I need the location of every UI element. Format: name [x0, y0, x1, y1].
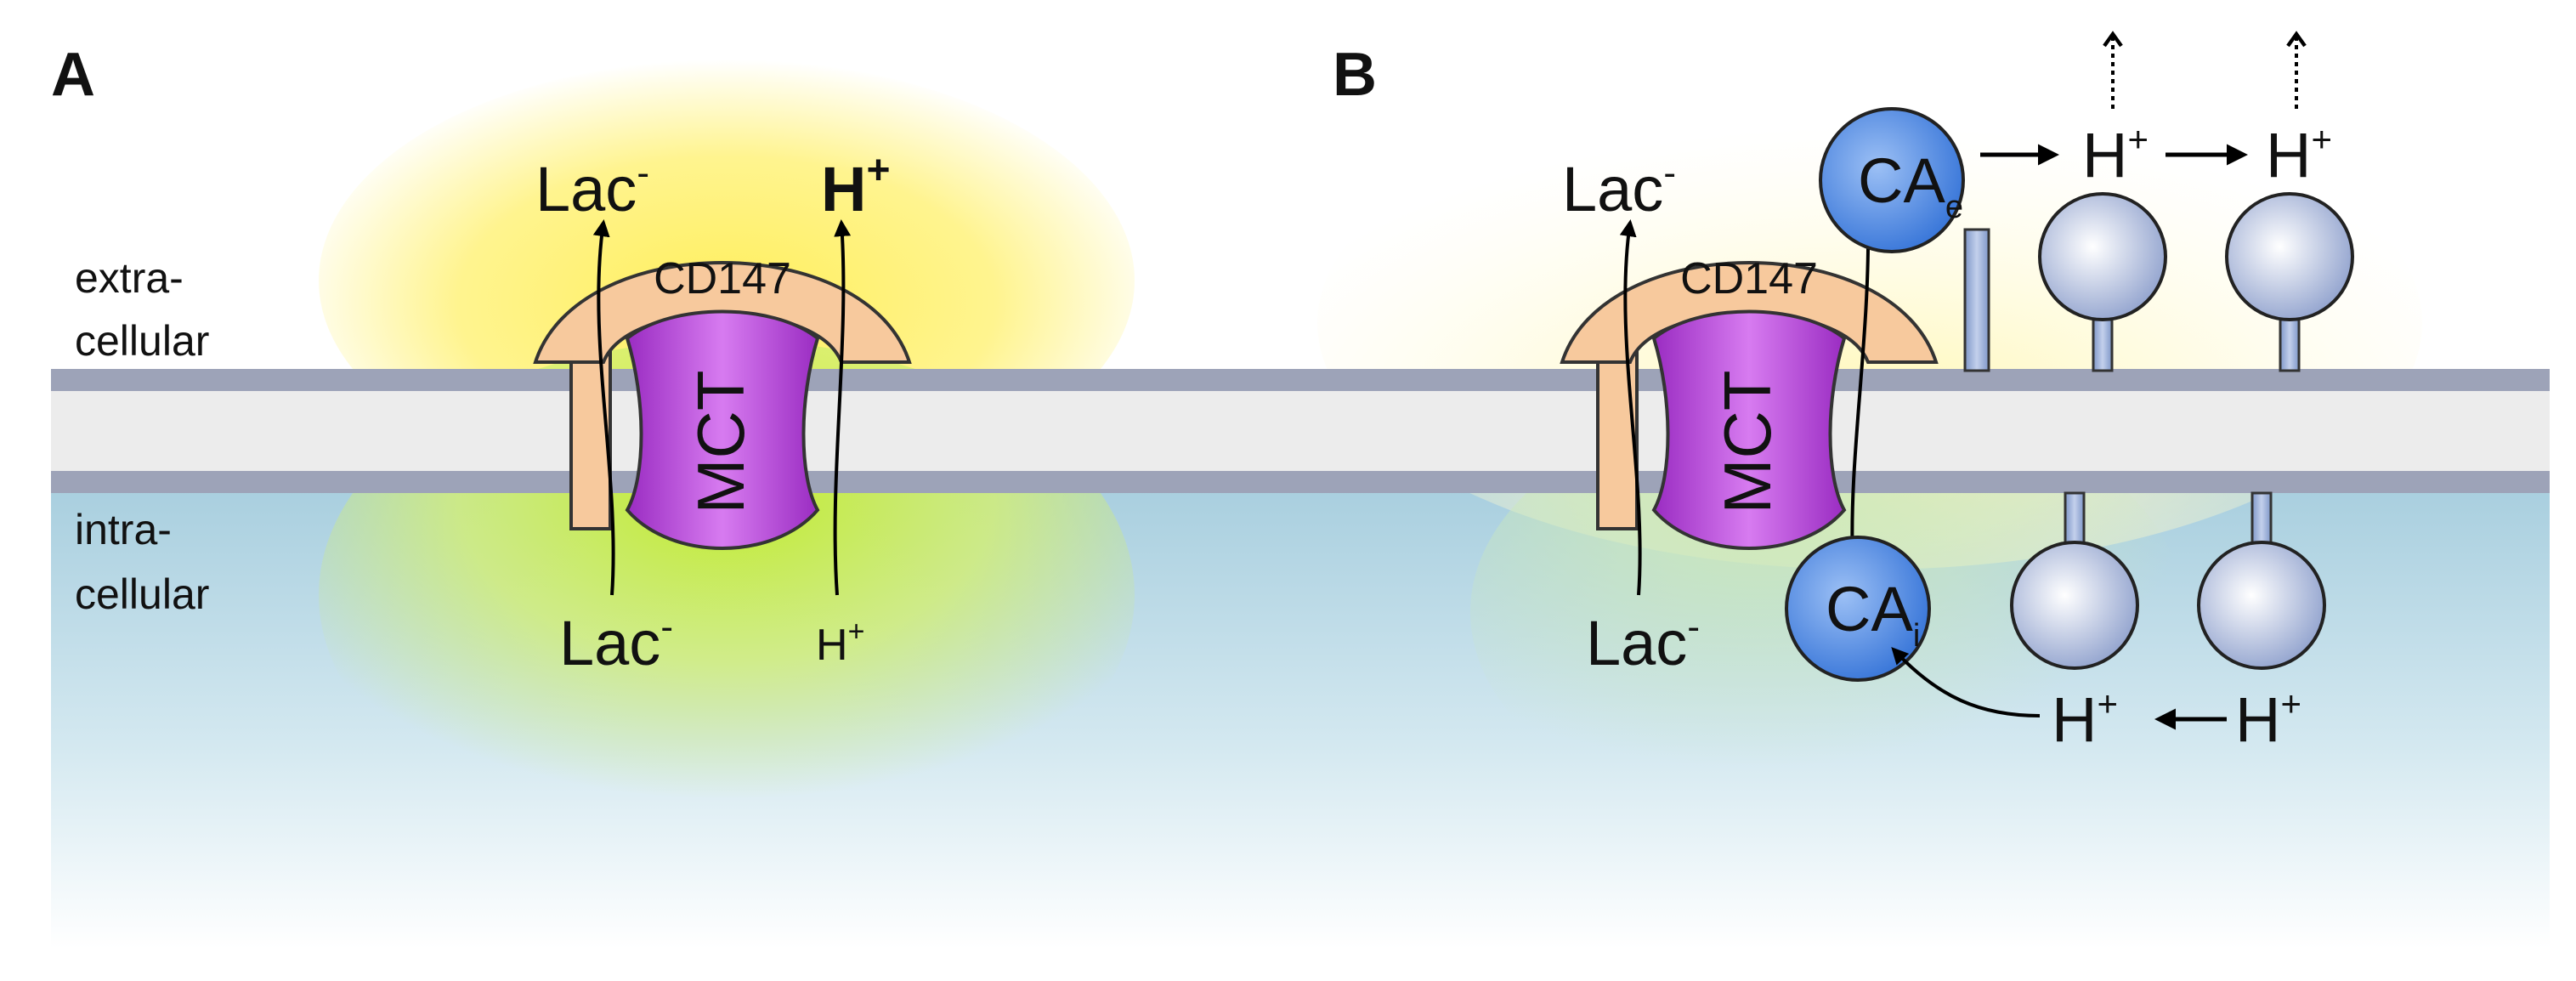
lactate-flux-arrow-a: [592, 219, 615, 596]
proton-charge: +: [866, 148, 890, 193]
cd147-stem-a: [569, 350, 612, 530]
carbonic-anhydrase-intracellular: CAi: [1785, 536, 1931, 682]
cd147-label-a: CD147: [654, 254, 791, 303]
ca-extracellular-anchor: [1963, 228, 1990, 372]
intracellular-buffer-2: [2197, 491, 2326, 670]
proton-charge: +: [2127, 119, 2149, 159]
mct-transporter-a: [625, 309, 820, 550]
intracellular-label-line2: cellular: [75, 570, 209, 618]
lactate-text: Lac: [535, 154, 637, 224]
proton-extracellular-a: H+: [821, 148, 890, 224]
proton-charge: +: [2280, 683, 2301, 723]
extracellular-label-line2: cellular: [75, 317, 209, 365]
proton-extracellular-b1: H+: [2082, 119, 2149, 190]
proton-flux-arrow-a: [833, 219, 852, 596]
proton-text: H: [821, 154, 866, 224]
lactate-text: Lac: [1562, 154, 1663, 224]
proton-charge: +: [2311, 119, 2332, 159]
lactate-text: Lac: [1586, 608, 1687, 678]
intracellular-label-line1: intra-: [75, 506, 172, 553]
proton-text: H: [2266, 120, 2311, 190]
ca-subscript: e: [1945, 190, 1963, 225]
carbonic-anhydrase-extracellular: CAe: [1819, 107, 1965, 253]
lactate-charge: -: [1663, 152, 1676, 194]
lactate-charge: -: [1687, 606, 1700, 648]
extracellular-buffer-2: [2225, 192, 2354, 372]
ca-extracellular-label: CAe: [1858, 145, 1963, 225]
proton-extracellular-b2: H+: [2266, 119, 2332, 190]
proton-intracellular-a: H+: [816, 615, 864, 670]
proton-text: H: [2052, 684, 2097, 755]
transporter-complex-a: MCT CD147: [533, 219, 912, 596]
cell-membrane: [51, 369, 2550, 493]
cd147-label-b: CD147: [1680, 254, 1818, 303]
transporter-complex-b: MCT CD147: [1560, 219, 1939, 596]
ca-intracellular-label: CAi: [1826, 574, 1920, 654]
lactate-charge: -: [637, 152, 649, 194]
proton-flux-arrow-b: [1850, 219, 1877, 562]
ca-text: CA: [1826, 574, 1913, 644]
lactate-extracellular-b: Lac-: [1562, 152, 1676, 224]
extracellular-label-line1: extra-: [75, 254, 184, 302]
proton-text: H: [816, 621, 848, 670]
lactate-charge: -: [660, 606, 673, 648]
proton-intracellular-b1: H+: [2052, 683, 2118, 755]
proton-charge: +: [2097, 683, 2118, 723]
mct-transporter-b: [1651, 309, 1847, 550]
proton-intracellular-b2: H+: [2235, 683, 2301, 755]
intracellular-buffer-1: [2010, 491, 2139, 670]
proton-text: H: [2235, 684, 2280, 755]
lactate-extracellular-a: Lac-: [535, 152, 649, 224]
mct-label-b: MCT: [1710, 371, 1785, 514]
extracellular-buffer-1: [2038, 192, 2167, 372]
panel-label-a: A: [51, 41, 95, 109]
lactate-text: Lac: [559, 608, 660, 678]
mct-label-a: MCT: [683, 371, 758, 514]
proton-charge: +: [848, 615, 865, 648]
lactate-flux-arrow-b: [1619, 219, 1642, 596]
lactate-intracellular-b: Lac-: [1586, 606, 1700, 678]
proton-text: H: [2082, 120, 2127, 190]
panel-label-b: B: [1333, 41, 1377, 109]
lactate-intracellular-a: Lac-: [559, 606, 673, 678]
proton-to-ca-intracellular-arrow: [1891, 647, 2041, 717]
ca-subscript: i: [1913, 618, 1920, 654]
cd147-stem-b: [1596, 350, 1639, 530]
ca-text: CA: [1858, 145, 1945, 216]
